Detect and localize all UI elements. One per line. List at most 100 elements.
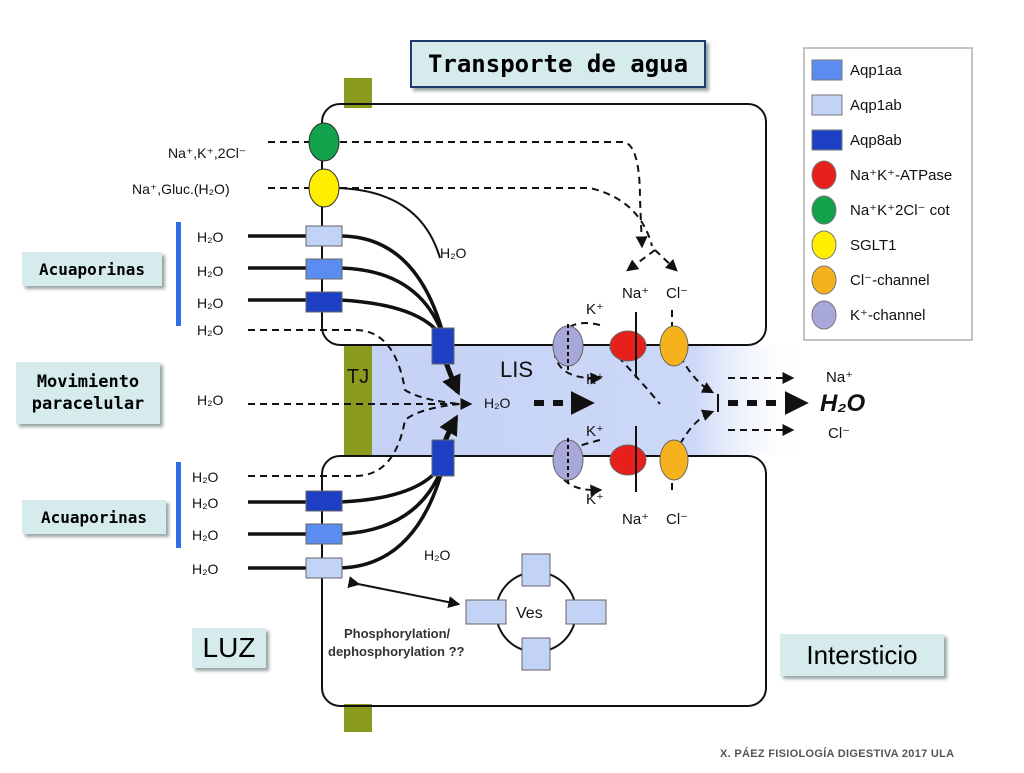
lis-label: LIS xyxy=(500,357,533,382)
na-k-atpase-top xyxy=(609,330,647,362)
vesicle-aqp-left xyxy=(465,599,507,625)
k-ion-label: K⁺ xyxy=(586,301,604,318)
h2o-label: H₂O xyxy=(440,245,467,261)
legend-swatch xyxy=(811,59,843,81)
h2o-label: H₂O xyxy=(424,547,451,563)
aqp-flow-top-1 xyxy=(248,234,448,346)
k-ion-label: K⁺ xyxy=(586,423,604,440)
upper-cell xyxy=(321,103,767,346)
aqp8ab-apical-bottom xyxy=(305,490,343,512)
aquaporins-text-bottom: Acuaporinas xyxy=(41,507,147,527)
tight-junction-bottom xyxy=(344,704,372,732)
legend-label: Aqp8ab xyxy=(850,132,902,149)
nakcl-lumen-label: Na⁺,K⁺,2Cl⁻ xyxy=(168,145,246,161)
na-cl-split-left xyxy=(626,249,656,272)
h2o-label: H₂O xyxy=(197,392,224,408)
paracellular-line1: Movimiento xyxy=(36,372,140,392)
aqp8ab-lateral-bottom xyxy=(431,439,455,477)
cl-channel-bottom xyxy=(659,439,689,481)
legend-swatch xyxy=(811,265,837,295)
na-glucose-lumen-label: Na⁺,Gluc.(H₂O) xyxy=(132,181,230,197)
interstitium-label: Intersticio xyxy=(780,634,944,676)
h2o-label: H₂O xyxy=(197,263,224,279)
credit-footer: X. PÁEZ FISIOLOGÍA DIGESTIVA 2017 ULA xyxy=(720,748,955,760)
aquaporin-bracket-bottom xyxy=(176,462,181,548)
h2o-label: H₂O xyxy=(192,527,219,543)
aqp-flow-top-2 xyxy=(248,266,448,346)
aqp1ab-apical-bottom xyxy=(305,557,343,579)
h2o-lumen-labels: H₂O H₂O H₂O H₂O H₂O H₂O H₂O H₂O H₂O H₂O … xyxy=(192,229,511,577)
lumen-text: LUZ xyxy=(202,632,256,663)
legend: Aqp1aaAqp1abAqp8abNa⁺K⁺-ATPaseNa⁺K⁺2Cl⁻ … xyxy=(803,47,973,341)
phosphorylation-label: Phosphorylation/ xyxy=(344,626,451,641)
cl-channel-top xyxy=(659,325,689,367)
tj-label: TJ xyxy=(347,366,369,388)
ves-label: Ves xyxy=(516,605,543,622)
legend-label: K⁺-channel xyxy=(850,307,925,324)
vesicle-aqp-top xyxy=(521,553,551,587)
h2o-out-label: H₂O xyxy=(820,390,865,417)
aqp1ab-apical-top xyxy=(305,225,343,247)
cl-ion-label: Cl⁻ xyxy=(666,511,688,528)
h2o-label: H₂O xyxy=(192,561,219,577)
aqp-flow-bot-3 xyxy=(248,455,448,570)
sglt-water-path xyxy=(335,187,441,259)
legend-box xyxy=(803,47,973,341)
aqp1aa-apical-top xyxy=(305,258,343,280)
aqp1aa-apical-bottom xyxy=(305,523,343,545)
na-k-atpase-bottom xyxy=(609,444,647,476)
legend-swatch xyxy=(811,300,837,330)
h2o-label: H₂O xyxy=(192,469,219,485)
aquaporin-bracket-top xyxy=(176,222,181,326)
naglu-path xyxy=(268,187,653,247)
na-exit-top xyxy=(609,347,661,405)
paracellular-movement-label: Movimiento paracelular xyxy=(16,362,160,424)
na-ion-label: Na⁺ xyxy=(622,285,649,302)
aqp8ab-lateral-top xyxy=(431,327,455,365)
nakcl-cotransporter-apical xyxy=(308,122,340,162)
aquaporins-label-bottom: Acuaporinas xyxy=(22,500,166,534)
vesicle-aqp-bottom xyxy=(521,637,551,671)
h2o-label: H₂O xyxy=(197,322,224,338)
aqp-flow-bot-1 xyxy=(248,455,448,504)
k-ion-label: K⁺ xyxy=(586,491,604,508)
vesicle-trafficking-arrow xyxy=(347,576,461,609)
legend-swatch xyxy=(811,94,843,116)
sglt1-apical xyxy=(308,168,340,208)
tight-junction xyxy=(344,345,372,455)
nakcl-path xyxy=(268,141,648,249)
na-ion-label: Na⁺ xyxy=(622,511,649,528)
h2o-label: H₂O xyxy=(197,229,224,245)
k-ion-label: K⁺ xyxy=(586,371,604,388)
legend-swatch xyxy=(811,195,837,225)
aqp-flow-bot-2 xyxy=(248,455,448,536)
lower-cell xyxy=(321,455,767,707)
legend-swatch xyxy=(811,230,837,260)
legend-label: SGLT1 xyxy=(850,237,896,254)
lumen-label: LUZ xyxy=(192,628,266,668)
na-cl-split-right xyxy=(654,249,678,272)
page-title: Transporte de agua xyxy=(427,50,689,78)
aquaporins-label-top: Acuaporinas xyxy=(22,252,162,286)
paracellular-h2o-bottom xyxy=(248,403,461,477)
na-out-label: Na⁺ xyxy=(826,369,853,386)
legend-label: Na⁺K⁺2Cl⁻ cot xyxy=(850,202,950,219)
paracellular-h2o-top xyxy=(248,329,461,405)
aqp-flow-top-3 xyxy=(248,298,448,346)
legend-swatch xyxy=(811,160,837,190)
legend-label: Na⁺K⁺-ATPase xyxy=(850,167,952,184)
cl-ion-label: Cl⁻ xyxy=(666,285,688,302)
h2o-label: H₂O xyxy=(484,395,511,411)
aquaporins-text-top: Acuaporinas xyxy=(39,259,145,279)
vesicle-aqp-right xyxy=(565,599,607,625)
legend-swatch xyxy=(811,129,843,151)
title-box: Transporte de agua xyxy=(410,40,706,88)
paracellular-line2: paracelular xyxy=(31,394,145,414)
aqp8ab-apical-top xyxy=(305,291,343,313)
legend-label: Aqp1aa xyxy=(850,62,902,79)
cl-out-label: Cl⁻ xyxy=(828,425,850,442)
h2o-label: H₂O xyxy=(197,295,224,311)
interstitium-text: Intersticio xyxy=(806,639,918,670)
dephosphorylation-label: dephosphorylation ?? xyxy=(328,644,465,659)
